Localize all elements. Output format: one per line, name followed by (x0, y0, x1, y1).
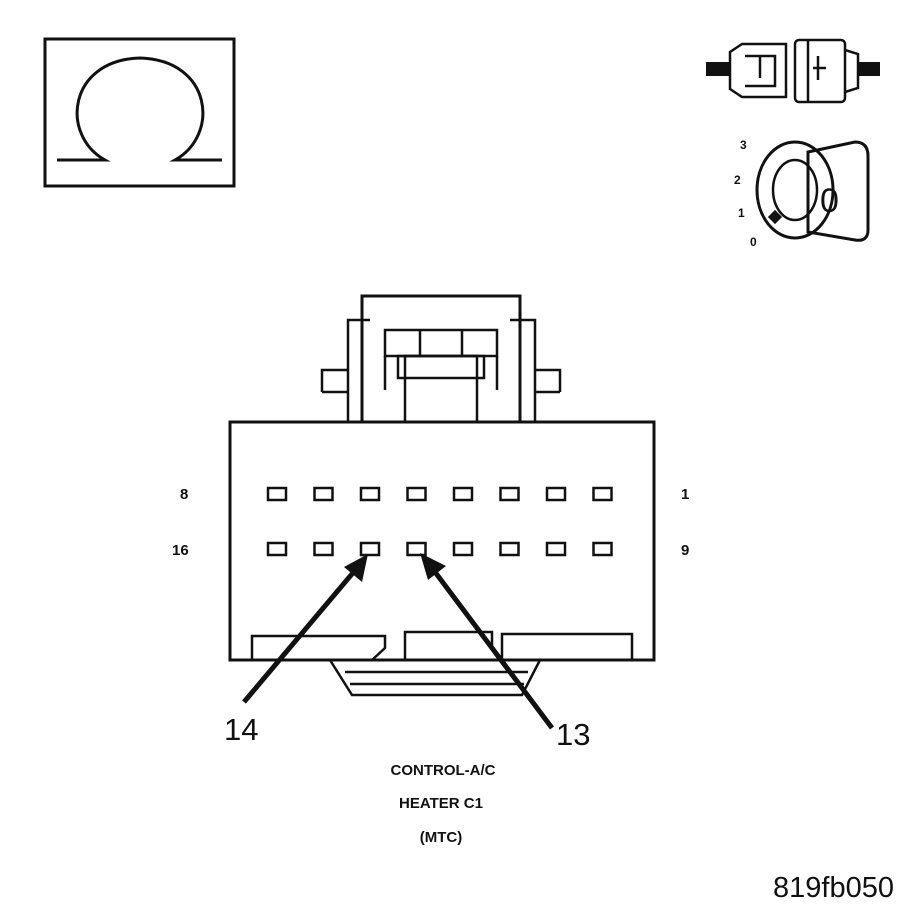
caption-line-2: HEATER C1 (399, 795, 483, 812)
pin-cavity-15 (313, 541, 334, 557)
pin-cavity-8 (266, 486, 288, 502)
pin-cavity-7 (313, 486, 334, 502)
pin-cavity-4 (452, 486, 474, 502)
pin-cavity-6 (359, 486, 381, 502)
caption-line-1: CONTROL-A/C (391, 762, 496, 779)
pin-cavity-12 (452, 541, 474, 557)
pin-cavity-13 (406, 541, 427, 557)
callout-label-13: 13 (556, 717, 590, 752)
pin-label-9: 9 (681, 542, 689, 559)
callout-arrow-14 (242, 554, 368, 704)
pin-cavity-10 (545, 541, 567, 557)
pin-label-1: 1 (681, 486, 689, 503)
ignition-pos-1: 1 (738, 206, 745, 220)
pin-cavity-11 (499, 541, 520, 557)
pin-label-16: 16 (172, 542, 189, 559)
pin-cavity-16 (266, 541, 288, 557)
ohm-icon (43, 37, 236, 188)
caption-line-3: (MTC) (420, 829, 462, 846)
pin-cavities (266, 486, 613, 557)
pin-cavity-1 (592, 486, 613, 502)
pin-cavity-5 (406, 486, 427, 502)
pin-cavity-14 (359, 541, 381, 557)
ignition-pos-2: 2 (734, 173, 741, 187)
ignition-pos-3: 3 (740, 138, 747, 152)
pin-label-8: 8 (180, 486, 188, 503)
pin-cavity-9 (592, 541, 613, 557)
callout-label-14: 14 (224, 712, 258, 747)
pin-cavity-3 (499, 486, 520, 502)
figure-id: 819fb050 (773, 872, 894, 904)
connector-housing (228, 294, 656, 697)
callout-arrow-13 (420, 553, 554, 730)
ignition-key-icon: 3 2 1 0 0 (734, 138, 870, 249)
pin-cavity-2 (545, 486, 567, 502)
connector-disconnect-icon (706, 38, 880, 104)
key-label: 0 (820, 182, 839, 220)
ignition-pos-0: 0 (750, 235, 757, 249)
